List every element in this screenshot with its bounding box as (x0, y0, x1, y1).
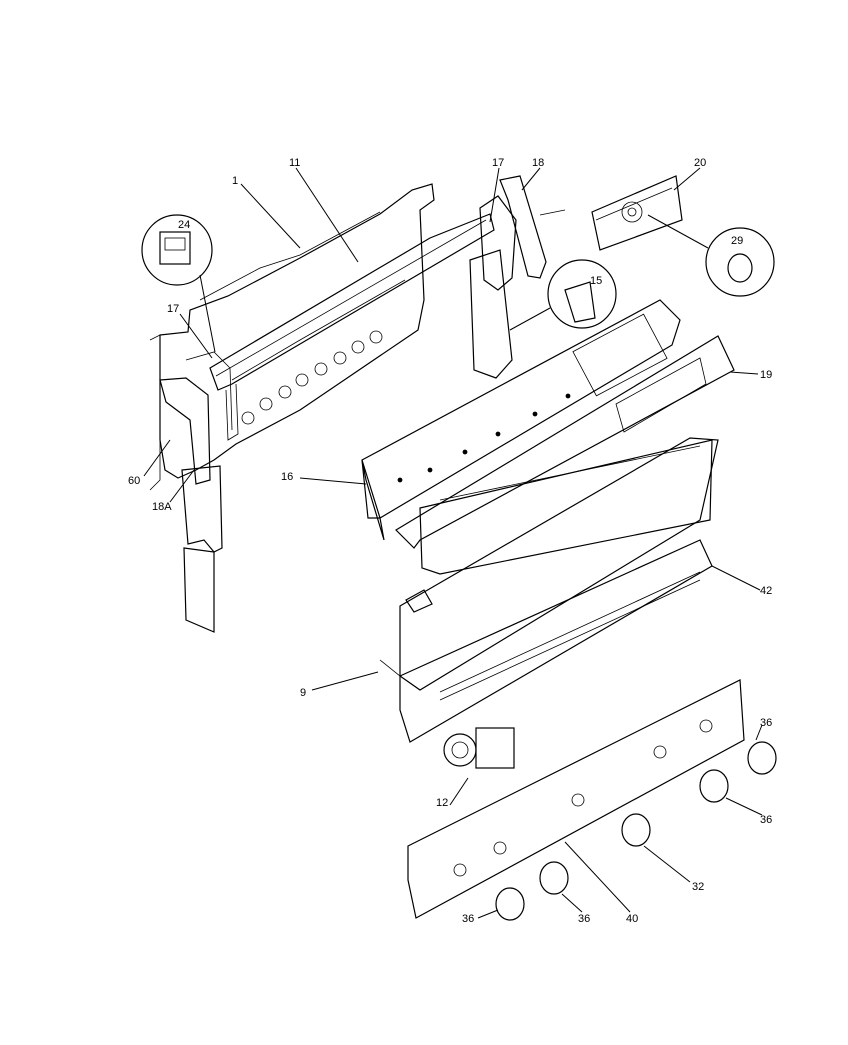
control-manifold (407, 679, 745, 919)
knob-36-mid (539, 861, 583, 913)
control-overlay (395, 335, 735, 549)
callout-15: 15 (590, 275, 602, 287)
callout-11: 11 (289, 157, 300, 169)
callout-18A: 18A (152, 501, 172, 513)
knob-36-left (477, 887, 525, 921)
knob-inset (647, 214, 775, 297)
right-side-bracket (469, 175, 566, 379)
back-panel (149, 183, 435, 491)
callout-16: 16 (281, 471, 293, 483)
callout-19: 19 (760, 369, 772, 381)
callout-36-left: 36 (462, 913, 474, 925)
leader-lines (143, 167, 759, 691)
callout-17-left: 17 (167, 303, 179, 315)
callout-1: 1 (232, 175, 238, 187)
callout-24: 24 (178, 219, 190, 231)
switch-inset (141, 214, 216, 353)
callout-17-top: 17 (492, 157, 504, 169)
knob-36-top-right (747, 724, 777, 775)
manifold-bracket (379, 437, 719, 691)
vent-panel (399, 539, 761, 743)
callout-42: 42 (760, 585, 772, 597)
callout-32: 32 (692, 881, 704, 893)
glass-panel (419, 439, 713, 575)
callout-40: 40 (626, 913, 638, 925)
bracket-inset (509, 259, 617, 331)
callout-29: 29 (731, 235, 743, 247)
callout-20: 20 (694, 157, 706, 169)
left-side-bracket (159, 351, 233, 633)
callout-18: 18 (532, 157, 544, 169)
callout-9: 9 (300, 687, 306, 699)
thermostat (443, 727, 515, 806)
control-panel-frame (361, 299, 681, 541)
callout-12: 12 (436, 797, 448, 809)
knob-36-right (699, 769, 763, 816)
top-rail (209, 213, 495, 441)
callout-labels: 1 11 17 18 20 24 29 15 17 19 60 18A 16 4… (128, 157, 772, 925)
callout-60: 60 (128, 475, 140, 487)
clock-module (591, 175, 683, 251)
callout-36-mid: 36 (578, 913, 590, 925)
callout-36-top-right: 36 (760, 717, 772, 729)
callout-36-right: 36 (760, 814, 772, 826)
knob-32 (621, 813, 691, 883)
